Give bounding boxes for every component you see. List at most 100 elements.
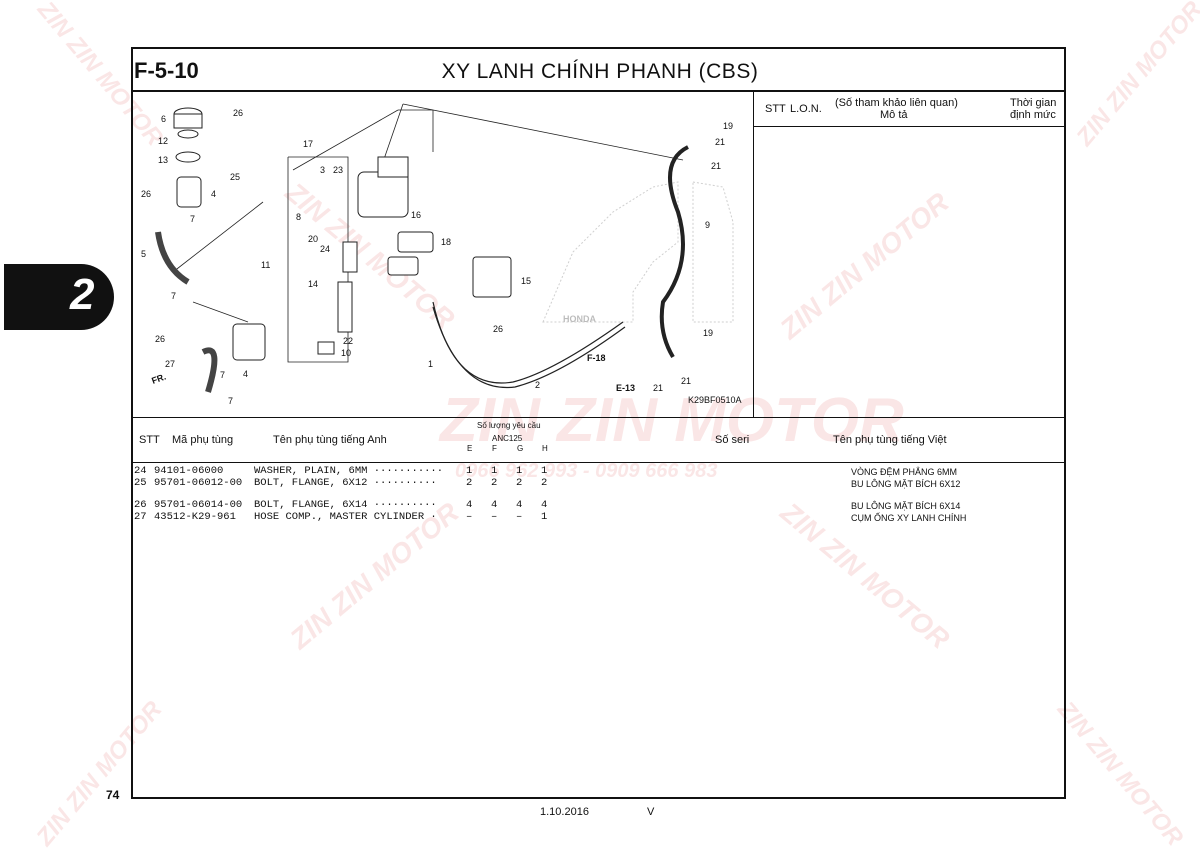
part-label-5: 5 [141, 249, 146, 259]
row-qty-f: 4 [491, 499, 498, 511]
part-label-8: 8 [296, 212, 301, 222]
part-label-16: 16 [411, 210, 421, 220]
part-label-26c: 26 [155, 334, 165, 344]
row-qty-h: 1 [541, 465, 548, 477]
page-frame [131, 47, 1066, 799]
row-name-en: BOLT, FLANGE, 6X12 ·········· [254, 477, 437, 489]
row-qty-e: – [466, 511, 473, 523]
rp-lon: L.O.N. [790, 103, 822, 115]
part-label-25: 25 [230, 172, 240, 182]
footer-date: 1.10.2016 [540, 806, 589, 818]
rp-ref-1: (Số tham khảo liên quan) [835, 97, 958, 109]
th-name-vi: Tên phụ tùng tiếng Việt [833, 434, 947, 446]
row-part-no: 94101-06000 [154, 465, 224, 477]
th-stt: STT [139, 434, 160, 446]
row-qty-f: 2 [491, 477, 498, 489]
rp-stt: STT [765, 103, 786, 115]
th-model: ANC125 [492, 434, 523, 443]
part-label-10: 10 [341, 348, 351, 358]
rp-time-2: định mức [1010, 109, 1056, 121]
part-label-27: 27 [165, 359, 175, 369]
part-label-15: 15 [521, 276, 531, 286]
row-qty-h: 4 [541, 499, 548, 511]
row-name-vi: CỤM ỐNG XY LANH CHÍNH [851, 513, 967, 523]
part-label-17: 17 [303, 139, 313, 149]
part-label-26b: 26 [141, 189, 151, 199]
row-part-no: 95701-06012-00 [154, 477, 243, 489]
part-label-18: 18 [441, 237, 451, 247]
th-col-g: G [517, 444, 524, 453]
part-label-3: 3 [320, 165, 325, 175]
row-name-vi: BU LÔNG MẶT BÍCH 6X14 [851, 501, 961, 511]
part-label-12: 12 [158, 136, 168, 146]
row-part-no: 43512-K29-961 [154, 511, 236, 523]
page-number: 74 [106, 788, 120, 802]
rp-ref-2: Mô tả [880, 109, 908, 121]
brake-hose [659, 145, 689, 359]
part-label-26: 26 [233, 108, 243, 118]
part-label-22: 22 [343, 336, 353, 346]
watermark-brand-small: ZIN ZIN MOTOR [1071, 0, 1200, 152]
th-col-f: F [492, 444, 497, 453]
row-qty-g: 1 [516, 465, 523, 477]
part-label-26d: 26 [493, 324, 503, 334]
header-divider [131, 90, 1066, 92]
row-qty-e: 1 [466, 465, 473, 477]
reservoir-parts [155, 107, 266, 393]
right-panel-header-divider [753, 126, 1066, 127]
row-qty-g: 4 [516, 499, 523, 511]
row-name-en: HOSE COMP., MASTER CYLINDER · [254, 511, 437, 523]
th-qty-label: Số lượng yêu cầu [477, 421, 541, 430]
part-label-4: 4 [211, 189, 216, 199]
table-header-divider [131, 462, 1066, 463]
part-labels: 1 2 3 4 4 5 6 7 7 7 7 8 9 10 11 12 13 14… [141, 108, 733, 406]
row-name-vi: VÒNG ĐỆM PHẲNG 6MM [851, 467, 958, 477]
honda-logo-watermark: HONDA [542, 181, 734, 324]
row-qty-g: – [516, 511, 523, 523]
exploded-parts-diagram: HONDA 1 [141, 103, 742, 406]
part-label-7b: 7 [171, 291, 176, 301]
row-name-vi: BU LÔNG MẶT BÍCH 6X12 [851, 479, 961, 489]
row-qty-e: 2 [466, 477, 473, 489]
part-label-23: 23 [333, 165, 343, 175]
th-name-en: Tên phụ tùng tiếng Anh [273, 434, 387, 446]
fr-arrow-label: FR. [150, 372, 167, 386]
row-stt: 25 [134, 477, 147, 489]
ref-f18: F-18 [587, 353, 606, 363]
watermark-brand: ZIN ZIN MOTOR [440, 386, 904, 455]
part-label-6: 6 [161, 114, 166, 124]
part-label-2: 2 [535, 380, 540, 390]
row-name-en: WASHER, PLAIN, 6MM ··········· [254, 465, 444, 477]
master-cylinder-body [317, 156, 512, 355]
frame-lines [172, 103, 684, 363]
part-label-21: 21 [715, 137, 725, 147]
part-label-19: 19 [723, 121, 733, 131]
part-label-21c: 21 [653, 383, 663, 393]
part-label-13: 13 [158, 155, 168, 165]
row-stt: 27 [134, 511, 147, 523]
rp-time-1: Thời gian [1010, 97, 1057, 109]
part-label-4b: 4 [243, 369, 248, 379]
part-label-14: 14 [308, 279, 318, 289]
part-label-21b: 21 [711, 161, 721, 171]
part-label-24: 24 [320, 244, 330, 254]
watermark-phone: 0966 962 993 - 0909 666 983 [455, 460, 718, 482]
row-qty-e: 4 [466, 499, 473, 511]
part-label-20: 20 [308, 234, 318, 244]
watermark-brand-small: ZIN ZIN MOTOR [1052, 696, 1189, 852]
row-stt: 24 [134, 465, 147, 477]
chapter-tab [4, 264, 114, 330]
panel-divider [753, 90, 754, 418]
row-qty-g: 2 [516, 477, 523, 489]
part-label-7c: 7 [220, 370, 225, 380]
row-qty-f: – [491, 511, 498, 523]
part-label-11: 11 [261, 260, 270, 270]
row-qty-h: 2 [541, 477, 548, 489]
row-part-no: 95701-06014-00 [154, 499, 243, 511]
row-stt: 26 [134, 499, 147, 511]
part-label-7: 7 [190, 214, 195, 224]
part-label-19b: 19 [703, 328, 713, 338]
chapter-number: 2 [70, 270, 95, 319]
th-serial: Số seri [715, 434, 750, 446]
page-title: XY LANH CHÍNH PHANH (CBS) [441, 60, 759, 83]
